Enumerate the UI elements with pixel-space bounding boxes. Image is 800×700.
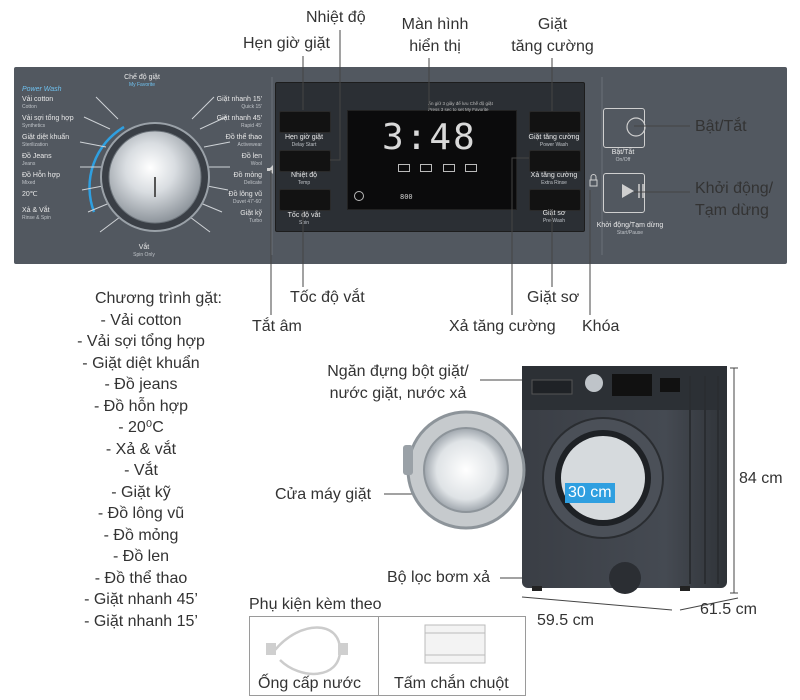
- accessory-hose-label: Ống cấp nước: [258, 675, 362, 692]
- dim-width: 59.5 cm: [537, 612, 594, 629]
- program-item: - Vải sợi tổng hợp: [77, 333, 205, 350]
- power-wash-button[interactable]: [529, 111, 581, 133]
- display-rpm: 800: [400, 193, 413, 201]
- callout-temp: Nhiệt độ: [306, 9, 366, 26]
- extra-rinse-button[interactable]: [529, 150, 581, 172]
- display-status-icons: [398, 159, 478, 177]
- display-gear-icon: [354, 191, 364, 201]
- callout-detergent: Ngăn đựng bột giặt/nước giặt, nước xả: [327, 363, 469, 402]
- start-pause-button[interactable]: [603, 173, 645, 213]
- dial-right-labels: Giặt nhanh 15'Quick 15' Giặt nhanh 45'Ra…: [216, 96, 262, 224]
- program-item: - Đồ mỏng: [103, 526, 179, 544]
- program-item: - Đồ thể thao: [94, 569, 188, 587]
- callout-lock: Khóa: [582, 318, 620, 335]
- callout-timer: Hẹn giờ giặt: [243, 35, 330, 52]
- callout-start-pause: Khởi động/Tạm dừng: [695, 180, 774, 219]
- display-time: 3:48: [382, 117, 477, 158]
- program-item: - Giặt nhanh 15’: [84, 612, 198, 630]
- prewash-button[interactable]: [529, 189, 581, 211]
- on-off-button[interactable]: [603, 108, 645, 148]
- lcd-display: Ấn giữ 3 giây để lưu Chế độ giặt Press 3…: [347, 101, 517, 210]
- callout-prewash: Giặt sơ: [527, 289, 580, 306]
- callout-spin-speed: Tốc độ vắt: [290, 289, 365, 306]
- callout-filter: Bộ lọc bơm xả: [387, 569, 490, 586]
- spin-button[interactable]: [279, 189, 331, 211]
- program-item: - Vải cotton: [100, 311, 182, 329]
- program-list: Chương trình gặt: - Vải cotton - Vải sợi …: [60, 288, 222, 632]
- callout-mute: Tắt âm: [252, 318, 302, 335]
- control-panel-graphics: [79, 77, 646, 255]
- program-item: - Vắt: [124, 462, 158, 479]
- program-item: - 20⁰C: [118, 419, 164, 436]
- program-item: - Đồ hỗn hợp: [93, 397, 189, 415]
- program-item: - Đồ len: [112, 548, 170, 565]
- accessory-rat-guard: [378, 616, 526, 696]
- temp-button[interactable]: [279, 150, 331, 172]
- program-item: - Giặt diệt khuẩn: [82, 354, 200, 372]
- accessory-rat-guard-label: Tấm chắn chuột: [394, 675, 509, 692]
- callout-on-off: Bật/Tắt: [695, 118, 747, 135]
- program-item: - Giặt kỹ: [111, 483, 171, 501]
- callout-extra-rinse: Xả tăng cường: [449, 318, 556, 335]
- dim-depth: 61.5 cm: [700, 601, 757, 618]
- accessories-illustrations: [266, 624, 486, 676]
- program-item: - Giặt nhanh 45’: [84, 591, 198, 608]
- program-item: - Đồ lông vũ: [97, 505, 185, 522]
- dim-drum: 30 cm: [565, 483, 615, 503]
- delay-start-button[interactable]: [279, 111, 331, 133]
- dim-height: 84 cm: [739, 470, 783, 487]
- power-wash-label: Power Wash: [22, 86, 62, 93]
- program-item: - Đồ jeans: [104, 376, 178, 393]
- program-item: - Xả & vắt: [105, 440, 177, 458]
- accessories-heading: Phụ kiện kèm theo: [249, 596, 382, 613]
- callout-door: Cửa máy giặt: [275, 486, 372, 503]
- washing-machine-illustration: [403, 366, 727, 594]
- power-wash-arc: [88, 125, 125, 213]
- program-list-heading: Chương trình gặt:: [94, 290, 222, 307]
